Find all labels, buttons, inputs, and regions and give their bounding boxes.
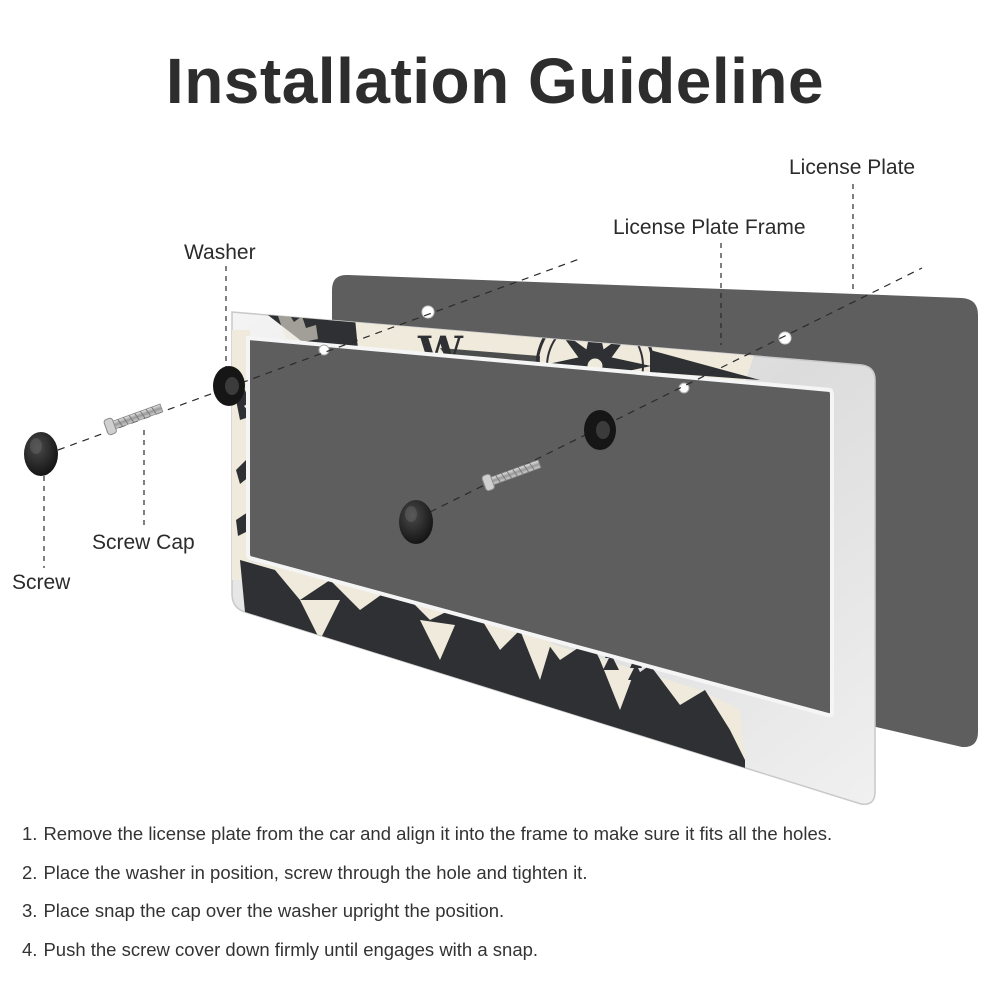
step-number: 1. — [22, 823, 38, 844]
step-text: Place snap the cap over the washer uprig… — [43, 900, 505, 921]
instruction-steps: 1.Remove the license plate from the car … — [22, 818, 982, 972]
washer-left — [213, 366, 245, 406]
step-item: 2.Place the washer in position, screw th… — [22, 857, 982, 896]
step-item: 4.Push the screw cover down firmly until… — [22, 934, 982, 973]
page-title: Installation Guideline — [165, 45, 825, 117]
leader-lines — [43, 184, 854, 568]
label-license-plate-frame: License Plate Frame — [613, 216, 806, 239]
plate-hole-right — [778, 331, 792, 345]
frame-hole-left — [318, 344, 330, 356]
step-number: 4. — [22, 938, 38, 960]
label-license-plate: License Plate — [789, 156, 916, 179]
step-item: 1.Remove the license plate from the car … — [22, 818, 982, 857]
screw-left — [103, 403, 164, 436]
step-text: Push the screw cover down firmly until e… — [43, 938, 539, 960]
washer-right — [584, 410, 616, 450]
label-washer: Washer — [184, 241, 256, 264]
step-text: Remove the license plate from the car an… — [43, 823, 833, 844]
step-number: 2. — [22, 861, 38, 883]
screw-cover-right — [399, 500, 433, 544]
step-text: Place the washer in position, screw thro… — [43, 861, 588, 883]
step-item: 3.Place snap the cap over the washer upr… — [22, 895, 982, 934]
screw-cover-left — [24, 432, 58, 476]
license-plate-frame: W — [231, 311, 876, 805]
label-screw: Screw — [12, 571, 71, 594]
label-screw-cap: Screw Cap — [92, 531, 195, 554]
screw-right — [481, 459, 542, 492]
plate-hole-left — [421, 305, 435, 319]
step-number: 3. — [22, 900, 38, 921]
